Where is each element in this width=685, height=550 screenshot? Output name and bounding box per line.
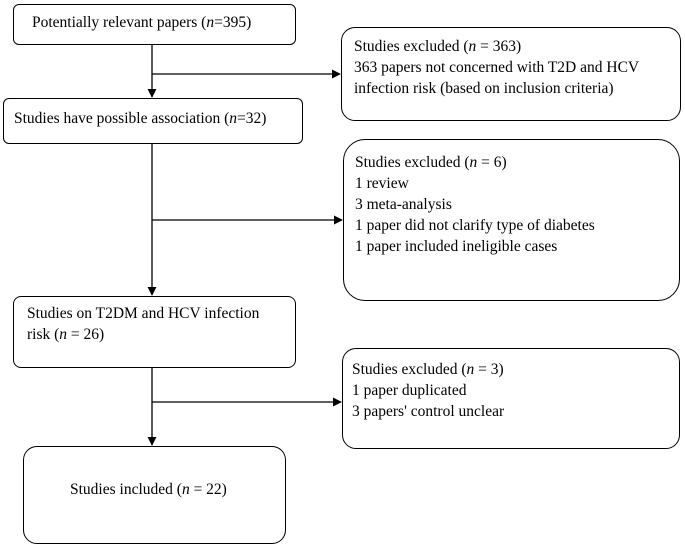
exclusion-3-header: Studies excluded (n = 3): [352, 361, 504, 378]
box-t2dm-hcv: Studies on T2DM and HCV infection risk (…: [13, 296, 296, 368]
exclusion-2-header: Studies excluded (n = 6): [355, 154, 507, 171]
exclusion-2-reason: 1 review: [355, 175, 409, 192]
t2dm-hcv-line-1: Studies on T2DM and HCV infection: [27, 305, 260, 322]
exclusion-2-reason: 1 paper did not clarify type of diabetes: [355, 217, 595, 234]
box-included: Studies included (n = 22): [23, 446, 286, 544]
included-text: Studies included (n = 22): [70, 481, 227, 498]
box-exclusion-3: Studies excluded (n = 3) 1 paper duplica…: [342, 348, 680, 449]
exclusion-3-reason: 3 papers' control unclear: [352, 403, 505, 420]
identified-text: Potentially relevant papers (n=395): [32, 14, 252, 31]
exclusion-1-reason: 363 papers not concerned with T2D and HC…: [354, 59, 640, 76]
exclusion-2-reason: 3 meta-analysis: [355, 196, 452, 213]
possible-association-text: Studies have possible association (n=32): [14, 110, 267, 127]
box-exclusion-2: Studies excluded (n = 6) 1 review 3 meta…: [343, 139, 680, 301]
box-exclusion-1: Studies excluded (n = 363) 363 papers no…: [341, 27, 681, 121]
exclusion-2-reason: 1 paper included ineligible cases: [355, 238, 558, 255]
box-identified: Potentially relevant papers (n=395): [13, 4, 296, 45]
t2dm-hcv-line-2: risk (n = 26): [27, 326, 105, 343]
exclusion-1-reason: infection risk (based on inclusion crite…: [354, 80, 614, 97]
exclusion-1-header: Studies excluded (n = 363): [354, 38, 522, 55]
box-possible-association: Studies have possible association (n=32): [3, 98, 303, 144]
exclusion-3-reason: 1 paper duplicated: [352, 382, 467, 399]
